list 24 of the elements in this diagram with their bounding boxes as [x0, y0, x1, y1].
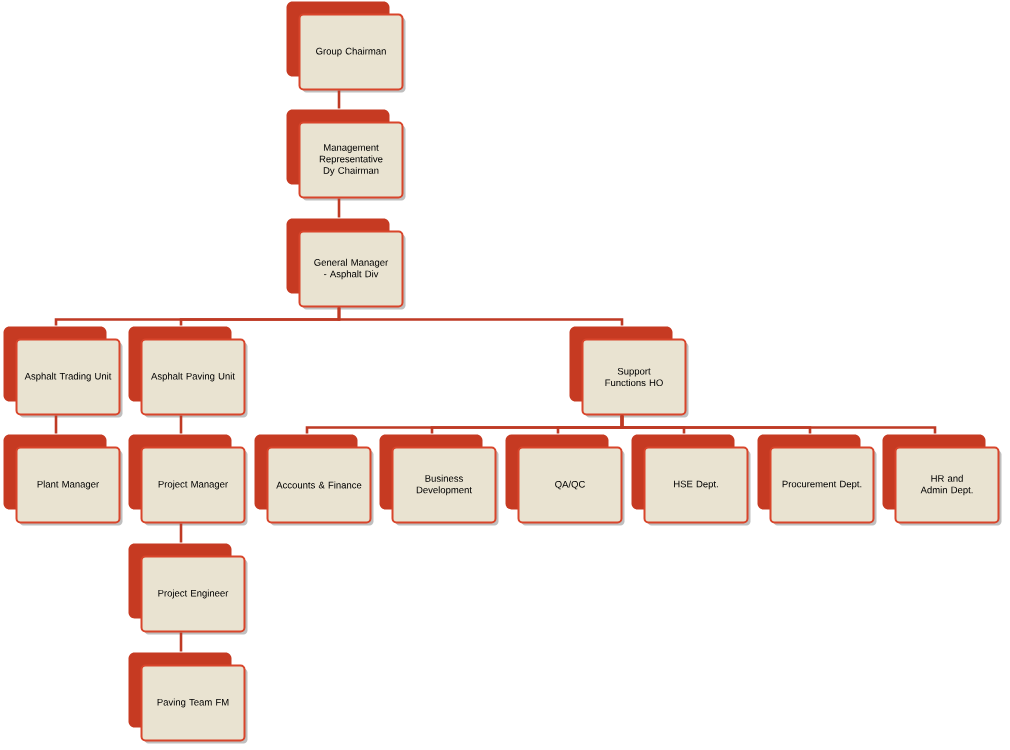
org-box: Accounts & Finance — [254, 434, 374, 526]
connector-line — [620, 415, 937, 434]
org-box: Asphalt Paving Unit — [128, 326, 248, 418]
org-box: Management Representative Dy Chairman — [286, 109, 406, 201]
org-box: Group Chairman — [286, 1, 406, 93]
connector-line — [337, 198, 341, 218]
org-box: Asphalt Trading Unit — [3, 326, 123, 418]
org-box: Project Manager — [128, 434, 248, 526]
connector-line — [337, 307, 624, 326]
org-box: Project Engineer — [128, 543, 248, 635]
org-box: QA/QC — [505, 434, 625, 526]
connector-line — [337, 90, 341, 109]
org-box: Procurement Dept. — [757, 434, 877, 526]
org-box: HR and Admin Dept. — [882, 434, 1002, 526]
org-box: HSE Dept. — [631, 434, 751, 526]
connector-line — [54, 415, 58, 434]
org-box: Plant Manager — [3, 434, 123, 526]
org-box: Support Functions HO — [569, 326, 689, 418]
connector-line — [179, 415, 183, 434]
connector-line — [179, 632, 183, 652]
org-box: General Manager - Asphalt Div — [286, 218, 406, 310]
org-box: Paving Team FM — [128, 652, 248, 744]
org-box: Business Development — [379, 434, 499, 526]
connector-line — [179, 523, 183, 543]
